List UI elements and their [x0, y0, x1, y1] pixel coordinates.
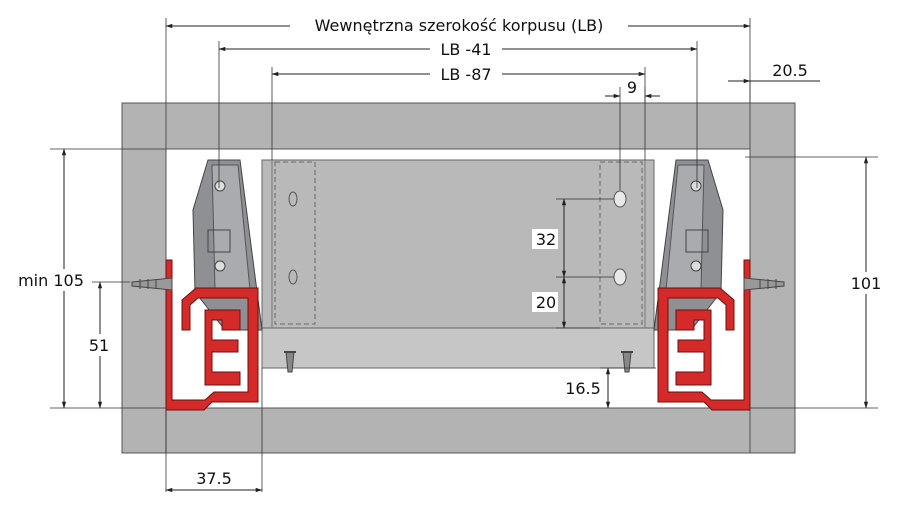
drawer-bottom-panel	[261, 327, 655, 369]
cabinet-right-side	[749, 102, 796, 454]
cabinet-top-panel	[121, 102, 796, 150]
dim-label-lb-41: LB -41	[440, 40, 491, 59]
cabinet-bottom-panel	[121, 407, 796, 454]
dim-20-5: 20.5	[728, 61, 820, 103]
dim-label-101: 101	[851, 274, 882, 293]
dim-label-20-5: 20.5	[772, 61, 808, 80]
dim-label-lb-87: LB -87	[440, 65, 491, 84]
dim-101: 101	[846, 156, 886, 409]
dim-label-9: 9	[627, 78, 637, 97]
mounting-hole	[613, 190, 627, 208]
dim-37-5: 37.5	[165, 469, 263, 493]
screw-icon	[131, 277, 173, 291]
drawer-front-panel	[261, 159, 655, 329]
dim-label-32: 32	[536, 230, 556, 249]
right-rear-bracket-outline	[599, 161, 643, 325]
mounting-hole	[613, 268, 627, 286]
dim-label-min-105: min 105	[18, 271, 84, 290]
dim-51: 51	[84, 281, 114, 409]
drawer-body	[261, 159, 655, 373]
right-runner-profile	[675, 309, 712, 386]
dim-32-20: 32 20	[532, 198, 567, 329]
right-runner-rail	[657, 259, 751, 411]
dim-label-37-5: 37.5	[196, 469, 232, 488]
dim-label-51: 51	[89, 336, 109, 355]
dim-lb-87: LB -87	[271, 63, 646, 85]
left-runner-profile	[204, 309, 241, 386]
dim-label-lb: Wewnętrzna szerokość korpusu (LB)	[315, 16, 604, 35]
cabinet-left-side	[121, 102, 167, 454]
left-rear-bracket-outline	[274, 161, 316, 325]
dim-min-105: min 105	[10, 148, 92, 409]
cabinet-frame	[121, 102, 796, 454]
dim-lb-41: LB -41	[218, 38, 698, 60]
right-slide-assembly	[653, 159, 785, 411]
dim-lb-width: Wewnętrzna szerokość korpusu (LB)	[165, 14, 751, 36]
mounting-hole	[288, 269, 298, 285]
left-runner-rail	[165, 259, 259, 411]
left-slide-assembly	[131, 159, 263, 411]
dim-16-5: 16.5	[565, 367, 611, 409]
screw-icon	[284, 351, 296, 373]
screw-icon	[743, 277, 785, 291]
dim-label-16-5: 16.5	[565, 379, 601, 398]
mounting-hole	[288, 191, 298, 207]
dim-9: 9	[605, 78, 660, 103]
screw-icon	[621, 351, 633, 373]
dim-label-20: 20	[536, 293, 556, 312]
